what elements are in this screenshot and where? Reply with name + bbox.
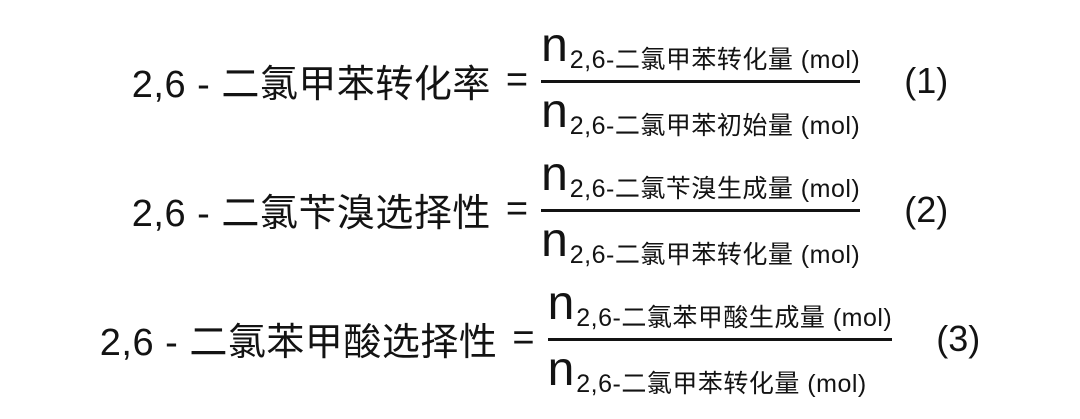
numerator-subscript: 2,6-二氯甲苯转化量 (mol) [569, 46, 861, 74]
equation-lhs: 2,6 - 二氯苄溴选择性 [131, 193, 491, 235]
n-symbol: n [541, 85, 568, 138]
fraction: n 2,6-二氯苄溴生成量 (mol) n 2,6-二氯甲苯转化量 (mol) [541, 151, 861, 268]
equation-number: (3) [936, 317, 981, 359]
fraction: n 2,6-二氯苯甲酸生成量 (mol) n 2,6-二氯甲苯转化量 (mol) [547, 280, 893, 397]
fraction: n 2,6-二氯甲苯转化量 (mol) n 2,6-二氯甲苯初始量 (mol) [541, 22, 861, 139]
numerator-subscript: 2,6-二氯苄溴生成量 (mol) [569, 175, 861, 203]
n-symbol: n [541, 214, 568, 267]
equation-row-3: 2,6 - 二氯苯甲酸选择性 = n 2,6-二氯苯甲酸生成量 (mol) n … [100, 280, 980, 397]
equation-number: (2) [904, 188, 949, 230]
n-symbol: n [541, 148, 568, 201]
n-symbol: n [541, 19, 568, 72]
fraction-numerator: n 2,6-二氯苄溴生成量 (mol) [541, 151, 860, 209]
fraction-denominator: n 2,6-二氯甲苯转化量 (mol) [548, 341, 867, 397]
equation-lhs: 2,6 - 二氯甲苯转化率 [131, 64, 491, 106]
denominator-subscript: 2,6-二氯甲苯转化量 (mol) [569, 241, 861, 269]
equals-sign: = [505, 59, 529, 101]
fraction-denominator: n 2,6-二氯甲苯转化量 (mol) [541, 212, 860, 268]
denominator-subscript: 2,6-二氯甲苯初始量 (mol) [569, 112, 861, 140]
fraction-denominator: n 2,6-二氯甲苯初始量 (mol) [541, 83, 860, 139]
numerator-subscript: 2,6-二氯苯甲酸生成量 (mol) [576, 304, 893, 332]
denominator-subscript: 2,6-二氯甲苯转化量 (mol) [576, 370, 867, 398]
equation-number: (1) [904, 59, 949, 101]
fraction-bar [547, 338, 893, 341]
equals-sign: = [512, 317, 535, 359]
equation-lhs: 2,6 - 二氯苯甲酸选择性 [99, 322, 498, 364]
n-symbol: n [547, 277, 575, 330]
equals-sign: = [505, 188, 529, 230]
equation-row-1: 2,6 - 二氯甲苯转化率 = n 2,6-二氯甲苯转化量 (mol) n 2,… [132, 22, 948, 139]
fraction-numerator: n 2,6-二氯苯甲酸生成量 (mol) [548, 280, 893, 338]
n-symbol: n [547, 343, 575, 396]
equation-row-2: 2,6 - 二氯苄溴选择性 = n 2,6-二氯苄溴生成量 (mol) n 2,… [132, 151, 948, 268]
fraction-numerator: n 2,6-二氯甲苯转化量 (mol) [541, 22, 860, 80]
fraction-bar [541, 80, 861, 83]
fraction-bar [541, 209, 861, 212]
